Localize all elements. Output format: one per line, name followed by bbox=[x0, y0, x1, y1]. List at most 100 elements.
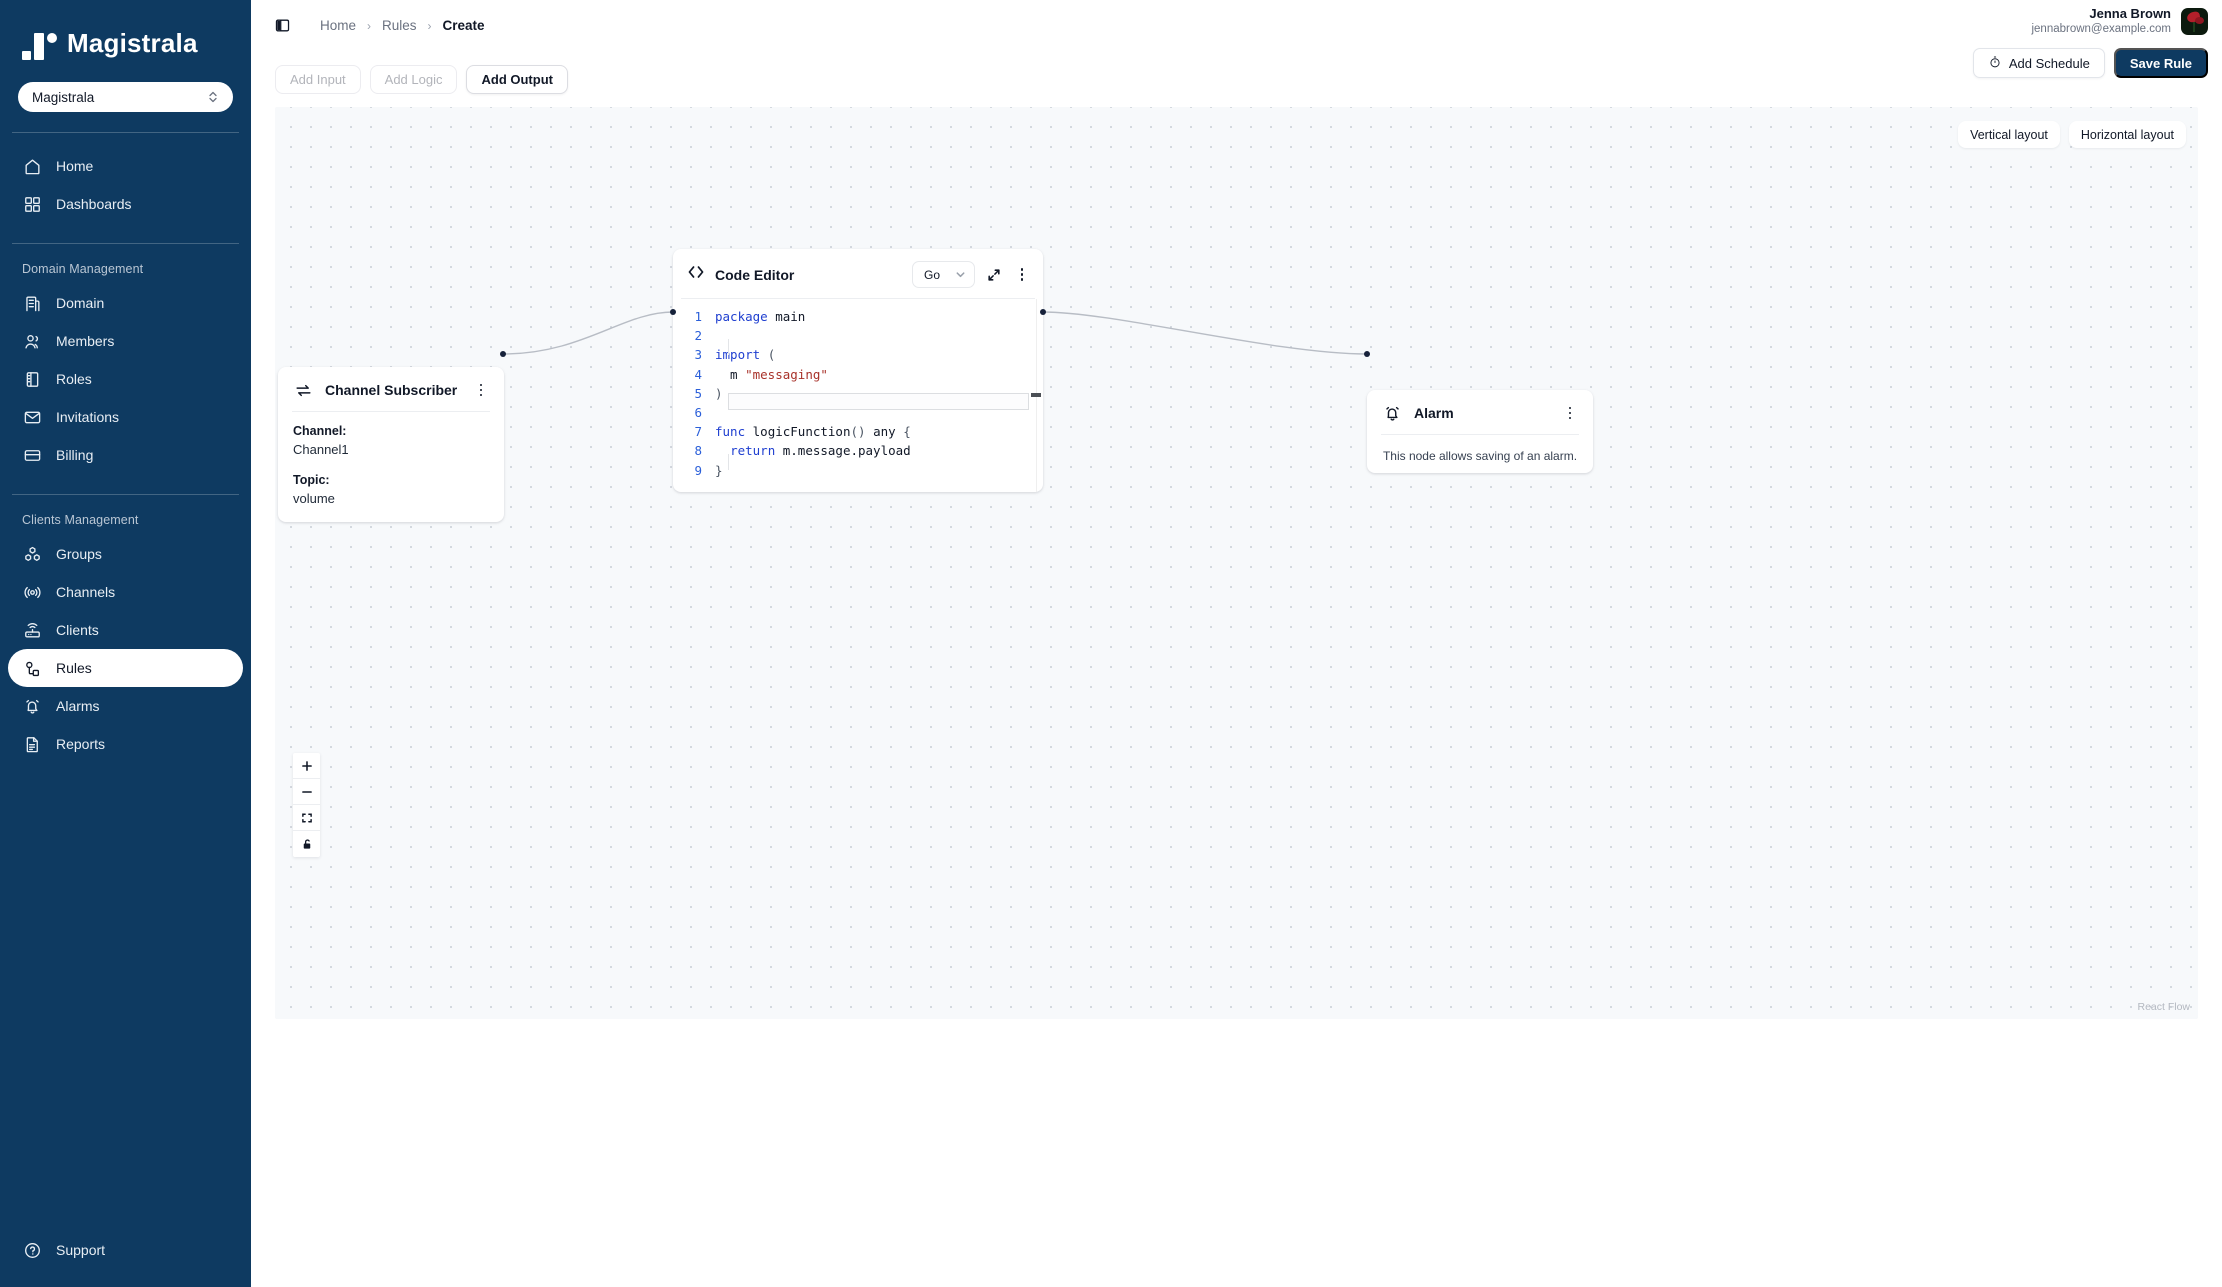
channel-field-value: Channel1 bbox=[293, 442, 349, 457]
code-line: 6 bbox=[673, 403, 1043, 422]
add-schedule-button[interactable]: Add Schedule bbox=[1972, 48, 2105, 78]
layout-buttons: Vertical layout Horizontal layout bbox=[1958, 121, 2186, 148]
sidebar-item-support[interactable]: Support bbox=[8, 1231, 243, 1269]
handle-alarm-input[interactable] bbox=[1364, 351, 1370, 357]
sidebar-item-channels[interactable]: Channels bbox=[8, 573, 243, 611]
save-rule-button[interactable]: Save Rule bbox=[2113, 48, 2208, 78]
envelope-icon bbox=[22, 407, 42, 427]
exchange-arrows-icon bbox=[293, 380, 313, 400]
sidebar-item-dashboards[interactable]: Dashboards bbox=[8, 185, 243, 223]
brand-name: Magistrala bbox=[67, 27, 198, 58]
node-menu-button[interactable] bbox=[472, 381, 490, 399]
code-line: 4 m "messaging" bbox=[673, 365, 1043, 384]
code-brackets-icon bbox=[687, 264, 705, 285]
sidebar-item-label: Dashboards bbox=[56, 196, 132, 212]
breadcrumb-item-home[interactable]: Home bbox=[320, 18, 357, 33]
canvas-wrapper: Vertical layout Horizontal layout Channe… bbox=[251, 107, 2222, 1287]
chevron-up-down-icon bbox=[207, 90, 219, 104]
flow-canvas[interactable]: Vertical layout Horizontal layout Channe… bbox=[275, 107, 2198, 1019]
code-line: 9 } bbox=[673, 461, 1043, 480]
node-code-editor[interactable]: Code Editor Go bbox=[673, 249, 1043, 492]
user-name: Jenna Brown bbox=[2089, 6, 2171, 21]
sidebar-item-home[interactable]: Home bbox=[8, 147, 243, 185]
add-schedule-label: Add Schedule bbox=[2008, 55, 2090, 71]
node-menu-button[interactable] bbox=[1013, 266, 1031, 284]
groups-cubes-icon bbox=[22, 544, 42, 564]
language-select[interactable]: Go bbox=[912, 261, 975, 288]
avatar[interactable] bbox=[2181, 7, 2208, 35]
active-line-highlight bbox=[728, 393, 1029, 410]
domain-selector[interactable]: Magistrala bbox=[18, 82, 233, 112]
horizontal-layout-button[interactable]: Horizontal layout bbox=[2068, 121, 2186, 148]
breadcrumb-item-rules[interactable]: Rules bbox=[382, 18, 417, 33]
tab-add-input[interactable]: Add Input bbox=[275, 65, 361, 94]
user-text: Jenna Brown jennabrown@example.com bbox=[2031, 6, 2171, 37]
credit-card-icon bbox=[22, 445, 42, 465]
code-line: 5 ) bbox=[673, 384, 1043, 403]
building-icon bbox=[22, 293, 42, 313]
zoom-out-button[interactable] bbox=[293, 779, 320, 805]
handle-subscriber-output[interactable] bbox=[500, 351, 506, 357]
node-menu-button[interactable] bbox=[1561, 404, 1579, 422]
sidebar-item-reports[interactable]: Reports bbox=[8, 725, 243, 763]
fit-view-button[interactable] bbox=[293, 805, 320, 831]
sidebar-item-alarms[interactable]: Alarms bbox=[8, 687, 243, 725]
react-flow-attribution: React Flow bbox=[2137, 1001, 2190, 1013]
sidebar-item-billing[interactable]: Billing bbox=[8, 436, 243, 474]
handle-code-output[interactable] bbox=[1040, 309, 1046, 315]
report-doc-icon bbox=[22, 734, 42, 754]
flow-controls bbox=[293, 753, 320, 857]
user-block[interactable]: Jenna Brown jennabrown@example.com bbox=[2031, 6, 2208, 37]
unlock-icon bbox=[303, 839, 310, 849]
tab-add-logic[interactable]: Add Logic bbox=[369, 65, 458, 94]
code-line: 3 import ( bbox=[673, 345, 1043, 364]
toggle-interactivity-button[interactable] bbox=[293, 831, 320, 857]
line-number: 9 bbox=[694, 462, 702, 478]
stopwatch-icon bbox=[1988, 55, 2002, 72]
line-number: 1 bbox=[694, 309, 702, 324]
chevron-down-icon bbox=[956, 272, 965, 278]
line-number: 3 bbox=[694, 347, 702, 363]
breadcrumb-separator: › bbox=[367, 18, 372, 33]
plus-icon bbox=[301, 760, 312, 771]
indent-guide-1 bbox=[728, 339, 729, 355]
channel-field-label: Channel: bbox=[293, 424, 347, 438]
expand-diagonal-icon[interactable] bbox=[985, 266, 1003, 284]
sidebar-item-roles[interactable]: Roles bbox=[8, 360, 243, 398]
vertical-layout-button[interactable]: Vertical layout bbox=[1958, 121, 2060, 148]
code-line: 8 return m.message.payload bbox=[673, 441, 1043, 460]
breadcrumb-item-create: Create bbox=[442, 18, 485, 33]
sidebar-item-domain[interactable]: Domain bbox=[8, 284, 243, 322]
domain-selector-value: Magistrala bbox=[32, 89, 95, 105]
code-line: 2 bbox=[673, 326, 1043, 345]
zoom-in-button[interactable] bbox=[293, 753, 320, 779]
sidebar-item-label: Roles bbox=[56, 371, 92, 387]
node-channel-subscriber[interactable]: Channel Subscriber Channel: Channel1 Top… bbox=[278, 367, 504, 522]
sidebar-item-label: Support bbox=[56, 1242, 106, 1258]
sidebar-item-invitations[interactable]: Invitations bbox=[8, 398, 243, 436]
node-header: Channel Subscriber bbox=[278, 367, 504, 411]
sidebar-group-label-domain: Domain Management bbox=[22, 262, 144, 276]
fit-view-icon bbox=[301, 813, 312, 822]
node-alarm[interactable]: Alarm This node allows saving of an alar… bbox=[1367, 390, 1593, 473]
line-number: 8 bbox=[694, 443, 702, 459]
sidebar-item-members[interactable]: Members bbox=[8, 322, 243, 360]
code-scrollbar-thumb[interactable] bbox=[1031, 393, 1041, 397]
sidebar-item-label: Members bbox=[56, 333, 115, 349]
sidebar-item-groups[interactable]: Groups bbox=[8, 535, 243, 573]
sidebar-divider-1 bbox=[12, 132, 239, 133]
bell-alarm-icon bbox=[1382, 403, 1402, 423]
tab-add-output[interactable]: Add Output bbox=[466, 65, 568, 94]
sidebar-group-label-clients: Clients Management bbox=[22, 513, 139, 527]
sidebar-item-rules[interactable]: Rules bbox=[8, 649, 243, 687]
question-circle-icon bbox=[22, 1240, 42, 1260]
breadcrumb: Home › Rules › Create bbox=[320, 18, 485, 33]
sidebar-item-clients[interactable]: Clients bbox=[8, 611, 243, 649]
handle-code-input[interactable] bbox=[670, 309, 676, 315]
sidebar-item-label: Home bbox=[56, 158, 94, 174]
code-editor-area[interactable]: 1 package main 2 3 import ( 4 bbox=[673, 299, 1043, 492]
top-bar: Home › Rules › Create Jenna Brown jennab… bbox=[251, 0, 2222, 78]
panel-toggle-icon[interactable] bbox=[271, 15, 293, 37]
tab-bar: Add Input Add Logic Add Output bbox=[251, 51, 2222, 107]
edge-subscriber-to-code bbox=[502, 311, 674, 355]
